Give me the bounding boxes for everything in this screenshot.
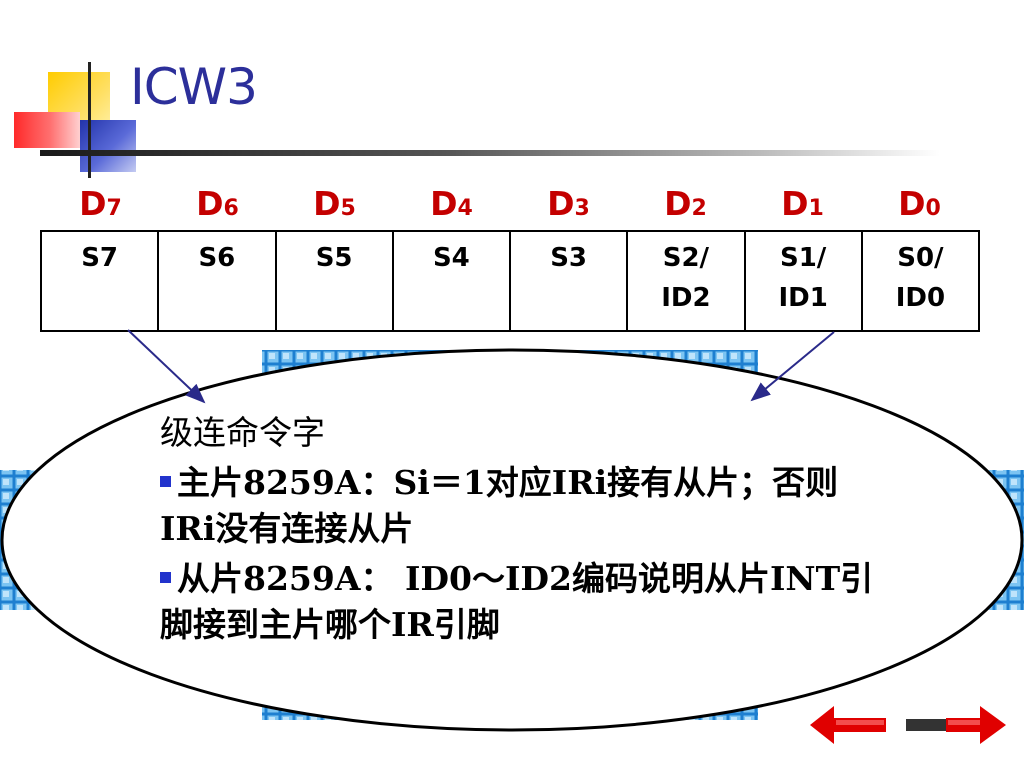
bit-label-d0: D0	[898, 184, 941, 223]
description-block: 级连命令字 主片8259A：Si＝1对应IRi接有从片；否则IRi没有连接从片 …	[160, 410, 880, 652]
bit-label-d7: D7	[79, 184, 122, 223]
bit-label-d1: D1	[781, 184, 824, 223]
title-underline	[40, 150, 940, 156]
slide-title: ICW3	[130, 58, 258, 116]
callout-ellipse	[0, 348, 1024, 732]
logo-vertical-line	[88, 62, 91, 178]
register-cell-s1-id1: S1/ID1	[746, 232, 863, 330]
description-heading: 级连命令字	[160, 413, 325, 452]
bit-labels: D7 D6 D5 D4 D3 D2 D1 D0	[42, 184, 978, 223]
slave-description: 从片8259A： ID0～ID2编码说明从片INT引脚接到主片哪个IR引脚	[160, 559, 874, 644]
register-cell-s7: S7	[42, 232, 160, 330]
icw3-register-table: S7 S6 S5 S4 S3 S2/ID2 S1/ID1 S0/ID0	[40, 230, 980, 332]
register-cell-s6: S6	[159, 232, 277, 330]
right-arrow-icon[interactable]	[906, 700, 1010, 750]
master-description: 主片8259A：Si＝1对应IRi接有从片；否则IRi没有连接从片	[160, 463, 839, 548]
pointer-arrow-left	[127, 329, 206, 404]
bullet-icon	[160, 475, 171, 487]
pointer-arrow-right	[750, 331, 835, 402]
register-cell-s4: S4	[394, 232, 511, 330]
bit-label-d4: D4	[430, 184, 473, 223]
register-cell-s0-id0: S0/ID0	[895, 243, 946, 313]
bit-label-d2: D2	[664, 184, 707, 223]
bit-label-d5: D5	[313, 184, 356, 223]
left-arrow-icon[interactable]	[806, 700, 890, 750]
bullet-icon	[160, 571, 171, 583]
register-cell-s2-id2: S2/ID2	[628, 232, 746, 330]
logo-red-square	[14, 112, 80, 148]
register-cell-s5: S5	[277, 232, 394, 330]
bit-label-d3: D3	[547, 184, 590, 223]
register-cell-s3: S3	[511, 232, 629, 330]
bit-label-d6: D6	[196, 184, 239, 223]
